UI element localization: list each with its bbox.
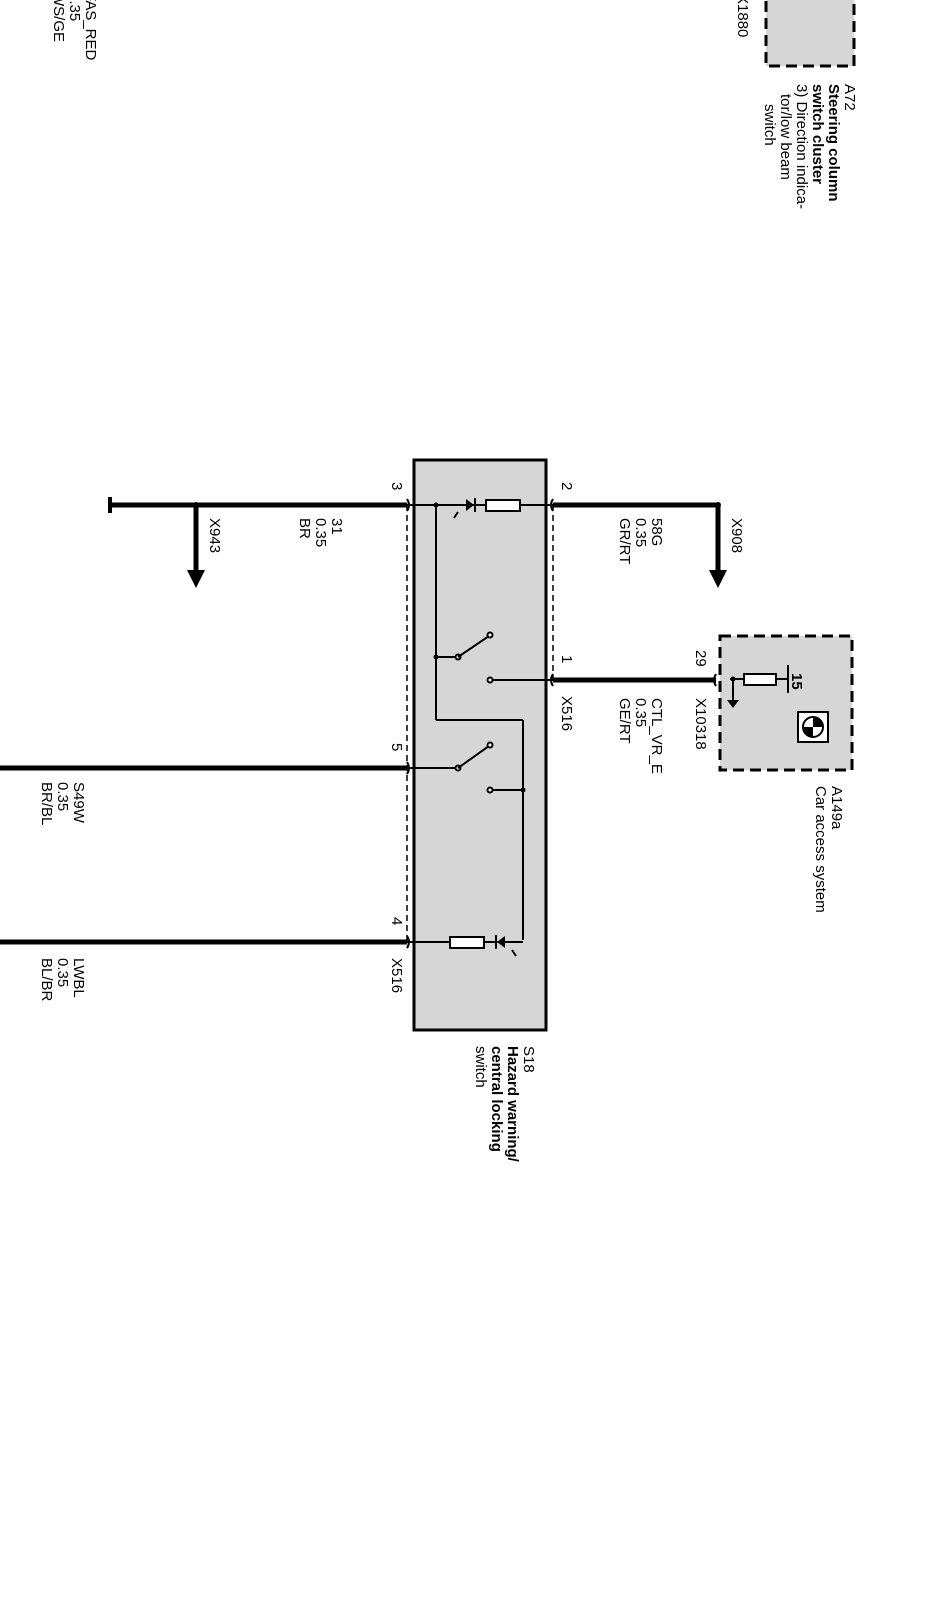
pin-29: 29 [692, 650, 709, 667]
wire-ctl-label: CTL_VR_E 0.35 GE/RT [616, 698, 665, 774]
wire-31 [108, 497, 410, 588]
wire-s49w-label: S49W 0.35 BR/BL [38, 782, 87, 825]
wire-name: FAS_RED [82, 0, 99, 61]
connector-x10318: X10318 [692, 698, 709, 750]
s18-name-3: switch [472, 1046, 489, 1088]
s18-name-2: central locking [488, 1046, 505, 1152]
a149a-internal-circuit [727, 665, 789, 708]
a72-title-2: switch cluster [809, 84, 826, 184]
wire-label-fas-red: FAS_RED 0.35 WS/GE [50, 0, 99, 61]
wire-color: GR/RT [616, 518, 633, 564]
bmw-logo-icon [797, 711, 829, 743]
wire-lwbl-label: LWBL 0.35 BL/BR [38, 958, 87, 1002]
wire-color: GE/RT [616, 698, 633, 744]
a72-connector: X1880 [734, 0, 751, 37]
wire-31-label: 31 0.35 BR [296, 518, 345, 547]
s18-connector-lower-label: X516 [388, 958, 405, 993]
a72-title-1: Steering column [825, 84, 842, 202]
led-icon [497, 936, 505, 948]
s18-pin-5-label: 5 [388, 743, 405, 751]
wire-color: WS/GE [50, 0, 67, 42]
wire-size: 0.35 [54, 782, 71, 811]
connector-x516-upper: X516 [558, 696, 575, 731]
wire-size: 0.35 [54, 958, 71, 987]
a149a-terminal-label: 15 [788, 673, 805, 690]
pin-5: 5 [388, 743, 405, 751]
pin-1: 1 [558, 655, 575, 663]
s18-pin-1-label: 1 [558, 655, 575, 663]
wire-size: 0.35 [312, 518, 329, 547]
terminal-15: 15 [788, 673, 805, 690]
wire-name: 31 [328, 518, 345, 535]
pin-2: 2 [558, 482, 575, 490]
connector-x908: X908 [728, 518, 745, 553]
x908-label: X908 [728, 518, 745, 553]
a72-component-box [764, 0, 856, 68]
wire-size: 0.35 [632, 518, 649, 547]
a72-title-5: switch [761, 104, 778, 146]
s18-pin-2-label: 2 [558, 482, 575, 490]
arrow-down-icon [187, 570, 205, 588]
wire-name: CTL_VR_E [648, 698, 665, 774]
a149a-id: A149a [828, 786, 845, 830]
s18-label: S18 Hazard warning/ central locking swit… [472, 1046, 537, 1163]
a149a-component-box [718, 634, 854, 772]
wire-color: BR [296, 518, 313, 539]
s18-id: S18 [520, 1046, 537, 1073]
wire-name: 58G [648, 518, 665, 546]
a149a-label: A149a Car access system [812, 786, 845, 913]
a72-title-4: tor/low beam [777, 94, 794, 180]
wire-color: BR/BL [38, 782, 55, 825]
wire-ctl-vr-e [550, 673, 717, 687]
a149a-pin-label: 29 [692, 650, 709, 667]
arrow-down-icon [709, 570, 727, 588]
s18-internal-circuit [407, 498, 553, 957]
wire-lwbl [0, 935, 410, 949]
a149a-name: Car access system [812, 786, 829, 913]
ground-arrow-icon [727, 700, 739, 708]
s18-pin-3-label: 3 [388, 482, 405, 490]
s18-name-1: Hazard warning/ [504, 1046, 521, 1163]
wire-color: BL/BR [38, 958, 55, 1002]
wire-name: LWBL [70, 958, 87, 998]
a72-title-3: 3) Direction indica- [793, 84, 810, 209]
a72-label: A72 Steering column switch cluster 3) Di… [761, 84, 858, 209]
wire-size: 0.35 [632, 698, 649, 727]
s18-connector-upper-label: X516 [558, 696, 575, 731]
wire-58g [550, 498, 727, 588]
resistor-icon [449, 936, 485, 949]
wire-s49w [0, 761, 410, 775]
pin-3: 3 [388, 482, 405, 490]
s18-pin-4-label: 4 [388, 917, 405, 925]
a72-connector-label: X1880 [734, 0, 751, 37]
pin-4: 4 [388, 917, 405, 925]
x943-label: X943 [206, 518, 223, 553]
led-icon [466, 499, 474, 511]
connector-x943: X943 [206, 518, 223, 553]
wire-size: 0.35 [66, 0, 83, 21]
a72-id: A72 [841, 84, 858, 111]
connector-x516-lower: X516 [388, 958, 405, 993]
wire-58g-label: 58G 0.35 GR/RT [616, 518, 665, 564]
resistor-icon [485, 499, 521, 512]
a149a-connector-label: X10318 [692, 698, 709, 750]
wire-name: S49W [70, 782, 87, 824]
resistor-icon [743, 673, 777, 686]
